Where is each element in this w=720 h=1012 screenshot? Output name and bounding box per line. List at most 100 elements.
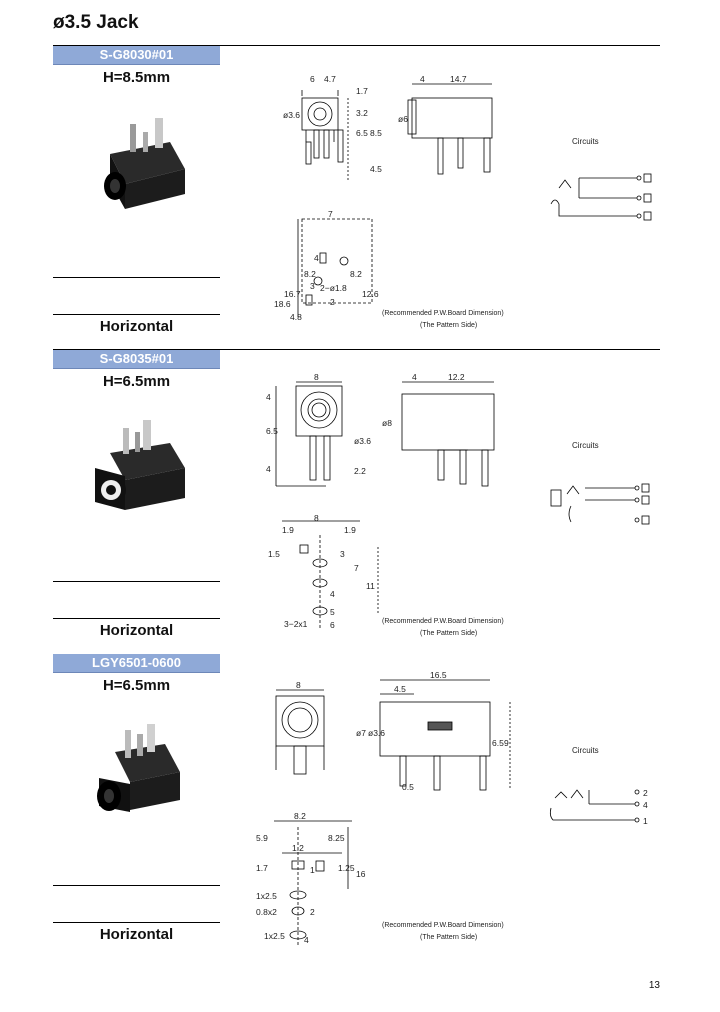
dimension-label: 4 — [266, 464, 271, 474]
dimension-label: (Recommended P.W.Board Dimension) — [382, 310, 504, 317]
section-top-rule — [53, 45, 660, 46]
circuits-label: Circuits — [572, 441, 599, 450]
circuits-label: Circuits — [572, 746, 599, 755]
dimension-label: 14.7 — [450, 74, 467, 84]
spec-rule — [53, 277, 220, 278]
dimension-label: 11 — [366, 581, 375, 591]
part-number-badge: LGY6501-0600 — [53, 654, 220, 673]
dimension-label: 4 — [643, 800, 648, 810]
spec-rule — [53, 885, 220, 886]
dimension-label: 3.2 — [356, 108, 368, 118]
dimension-label: 8.2 — [304, 269, 316, 279]
dimension-label: 6.5 — [492, 738, 504, 748]
side-view-drawing: 4 14.7 ø6 — [398, 74, 493, 175]
front-view-drawing: 8 4 6.5 4 ø3.6 2.2 — [266, 372, 371, 487]
circuit-diagram — [550, 173, 652, 221]
dimension-label: 2−ø1.8 — [320, 283, 347, 293]
dimension-label: 1x2.5 — [256, 891, 277, 901]
dimension-label: 7 — [354, 563, 359, 573]
pcb-pattern-drawing: 7 18.6 16.7 8.2 8.2 12.6 2−ø1.8 4.8 2 3 … — [274, 209, 379, 322]
dimension-label: (Recommended P.W.Board Dimension) — [382, 922, 504, 929]
product-section: LGY6501-0600 H=6.5mm Horizontal 8 — [0, 652, 720, 956]
dimension-label: 1.5 — [268, 549, 280, 559]
product-section: S-G8030#01 H=8.5mm Horizontal 6 4.7 ø3.6… — [0, 44, 720, 348]
side-view-drawing: 16.5 4.5 ø7 ø3.6 6.5 9 0.5 — [356, 670, 511, 792]
dimension-label: 1 — [643, 816, 648, 826]
spec-rule — [53, 922, 220, 923]
dimension-label: 4 — [266, 392, 271, 402]
product-section: S-G8035#01 H=6.5mm Horizontal 8 4 6.5 4 … — [0, 348, 720, 652]
part-number-badge: S-G8030#01 — [53, 46, 220, 65]
dimension-label: 16.7 — [284, 289, 301, 299]
dimension-label: 8.25 — [328, 833, 345, 843]
front-view-drawing: 8 — [275, 680, 325, 775]
dimension-label: 4 — [304, 935, 309, 945]
dimension-label: 1.25 — [338, 863, 355, 873]
spec-rule — [53, 314, 220, 315]
dimension-label: 4 — [314, 253, 319, 263]
dimension-label: 4.8 — [290, 312, 302, 322]
section-top-rule — [53, 349, 660, 350]
dimension-label: (Recommended P.W.Board Dimension) — [382, 618, 504, 625]
dimension-label: 0.5 — [402, 782, 414, 792]
dimension-label: 4.5 — [394, 684, 406, 694]
pcb-pattern-drawing: 1.9 8 1.9 1.5 3 7 11 3−2x1 4 5 6 — [268, 513, 379, 630]
dimension-label: 8 — [296, 680, 301, 690]
orientation-label: Horizontal — [99, 318, 174, 335]
height-label: H=6.5mm — [102, 373, 171, 390]
dimension-label: 1.7 — [356, 86, 368, 96]
dimension-label: ø3.6 — [354, 436, 371, 446]
dimension-label: 6.5 — [266, 426, 278, 436]
dimension-label: 9 — [504, 738, 509, 748]
circuit-diagram: 2 4 1 — [549, 788, 648, 826]
dimension-label: ø7 — [356, 728, 366, 738]
orientation-label: Horizontal — [99, 622, 174, 639]
product-photo — [104, 118, 185, 209]
dimension-label: 4 — [420, 74, 425, 84]
front-view-drawing: 6 4.7 ø3.6 1.7 3.2 6.5 8.5 4.5 — [283, 74, 382, 180]
dimension-label: ø3.6 — [283, 110, 300, 120]
dimension-label: 6 — [330, 620, 335, 630]
page-title: ø3.5 Jack — [53, 12, 139, 33]
page-number: 13 — [648, 980, 660, 991]
orientation-label: Horizontal — [99, 926, 174, 943]
dimension-label: 1.7 — [256, 863, 268, 873]
dimension-label: 3−2x1 — [284, 619, 308, 629]
circuits-label: Circuits — [572, 137, 599, 146]
dimension-label: 6.5 — [356, 128, 368, 138]
dimension-label: 3 — [340, 549, 345, 559]
dimension-label: ø6 — [398, 114, 408, 124]
dimension-label: 4.5 — [370, 164, 382, 174]
pcb-note: (Recommended P.W.Board Dimension) (The P… — [382, 922, 504, 941]
dimension-label: (The Pattern Side) — [420, 322, 477, 329]
dimension-label: 2 — [643, 788, 648, 798]
height-label: H=8.5mm — [102, 69, 171, 86]
pcb-note: (Recommended P.W.Board Dimension) (The P… — [382, 618, 504, 637]
dimension-label: 16 — [356, 869, 366, 879]
dimension-label: 8.2 — [350, 269, 362, 279]
product-photo — [95, 420, 185, 510]
dimension-label: 6 — [310, 74, 315, 84]
dimension-label: 4 — [412, 372, 417, 382]
part-number-badge: S-G8035#01 — [53, 350, 220, 369]
dimension-label: 1 — [310, 865, 315, 875]
dimension-label: 8.2 — [294, 811, 306, 821]
dimension-label: 1.2 — [292, 843, 304, 853]
dimension-label: 2 — [330, 297, 335, 307]
dimension-label: (The Pattern Side) — [420, 934, 477, 941]
dimension-label: 2 — [310, 907, 315, 917]
height-label: H=6.5mm — [102, 677, 171, 694]
spec-rule — [53, 618, 220, 619]
dimension-label: 4.7 — [324, 74, 336, 84]
spec-rule — [53, 581, 220, 582]
circuit-diagram — [550, 483, 650, 525]
dimension-label: 12.2 — [448, 372, 465, 382]
dimension-label: 4 — [330, 589, 335, 599]
dimension-label: 12.6 — [362, 289, 379, 299]
dimension-label: 3 — [310, 281, 315, 291]
dimension-label: 1.9 — [282, 525, 294, 535]
side-view-drawing: 4 12.2 ø8 — [382, 372, 495, 487]
product-photo — [97, 724, 180, 812]
dimension-label: 8 — [314, 372, 319, 382]
dimension-label: 0.8x2 — [256, 907, 277, 917]
